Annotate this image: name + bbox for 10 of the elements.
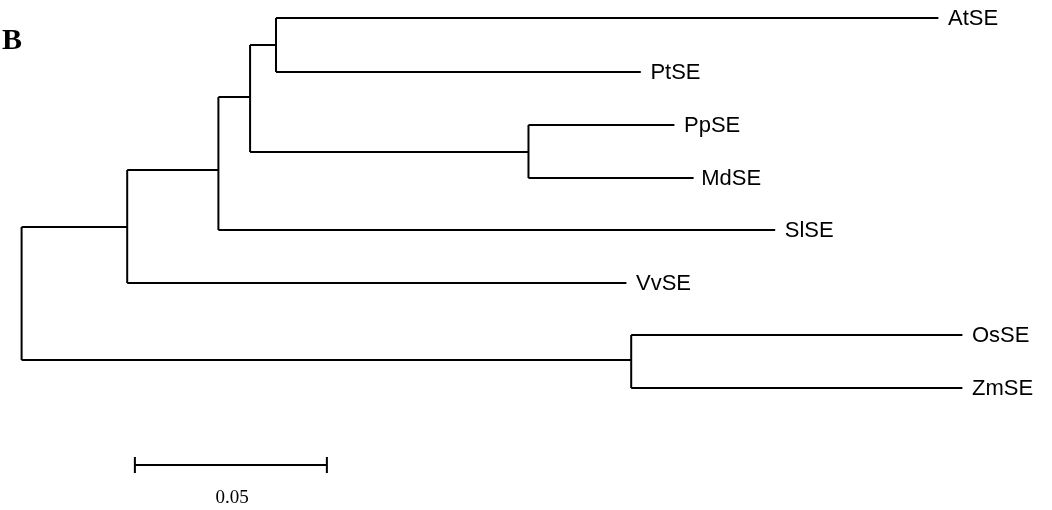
- taxon-label: VvSE: [636, 270, 692, 296]
- taxon-label: PtSE: [650, 59, 701, 85]
- taxon-label: PpSE: [684, 112, 741, 138]
- taxon-label: AtSE: [948, 5, 999, 31]
- taxon-label: SlSE: [784, 217, 834, 243]
- taxon-label: OsSE: [972, 322, 1030, 348]
- taxon-label: MdSE: [701, 165, 762, 191]
- panel-letter: B: [2, 22, 22, 56]
- scale-value: 0.05: [215, 486, 249, 508]
- taxon-label: ZmSE: [972, 375, 1034, 401]
